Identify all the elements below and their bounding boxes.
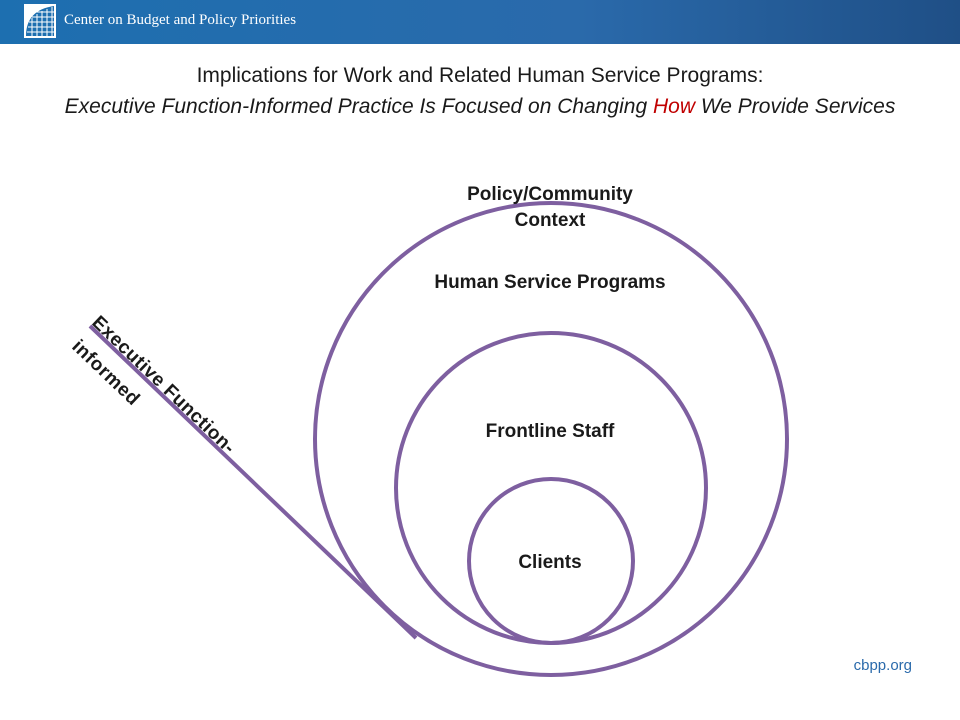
large-circle bbox=[313, 201, 789, 677]
outer-context-label-line-1: Policy/Community bbox=[467, 184, 633, 205]
cbpp-link[interactable]: cbpp.org bbox=[853, 657, 912, 674]
title-accent-word: How bbox=[652, 95, 695, 118]
title-line-2-part-2: We Provide Services bbox=[694, 95, 896, 118]
middle-circle bbox=[394, 331, 708, 645]
frontline-staff-label: Frontline Staff bbox=[485, 421, 615, 442]
outer-context-label-line-2: Context bbox=[514, 210, 586, 231]
outer-context-label: Policy/Community Context bbox=[400, 182, 700, 234]
page-title: Implications for Work and Related Human … bbox=[40, 60, 920, 122]
header-bar: Center on Budget and Policy Priorities bbox=[0, 0, 960, 44]
title-line-2-part-1: Executive Function-Informed Practice Is … bbox=[64, 95, 653, 118]
human-service-programs-label: Human Service Programs bbox=[434, 272, 666, 293]
clients-label: Clients bbox=[518, 552, 582, 573]
inner-circle bbox=[467, 477, 635, 645]
org-name: Center on Budget and Policy Priorities bbox=[64, 12, 297, 28]
cbpp-logo-icon bbox=[24, 4, 56, 38]
title-line-2: Executive Function-Informed Practice Is … bbox=[40, 91, 920, 122]
title-line-1: Implications for Work and Related Human … bbox=[196, 64, 764, 87]
executive-function-line bbox=[88, 324, 418, 640]
